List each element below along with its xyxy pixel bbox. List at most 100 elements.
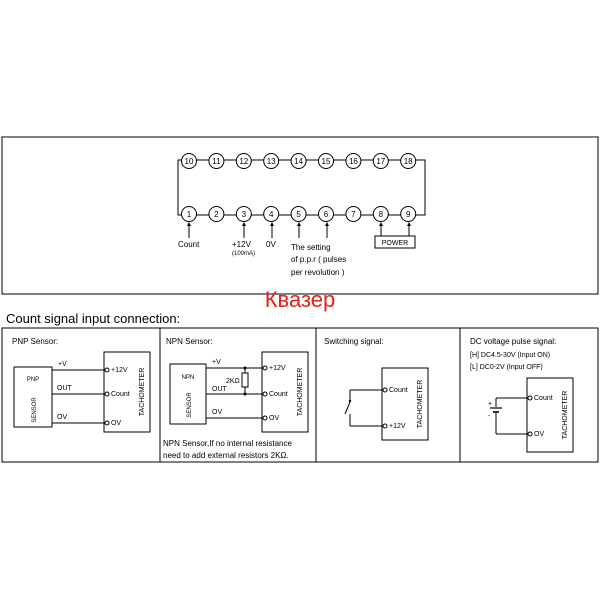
bottom-terminal-8 <box>372 206 389 222</box>
top-terminal-number: 18 <box>404 157 413 166</box>
top-terminal-16 <box>345 153 362 169</box>
bottom-terminal-number: 8 <box>379 210 384 219</box>
dc-plus-sign: + <box>488 401 492 408</box>
npn-note-line-2: need to add external resistors 2KΩ. <box>163 451 289 460</box>
ppr-line-3: per revolution ) <box>291 268 345 277</box>
pnp-sensor-type: PNP <box>27 377 39 383</box>
npn-t1-label: +12V <box>269 365 286 372</box>
pnp-terminal-count <box>104 391 110 397</box>
top-terminal-number: 13 <box>267 157 276 166</box>
bottom-terminal-number: 1 <box>187 210 192 219</box>
pnp-ov-label: OV <box>57 414 67 421</box>
switch-panel: Switching signal: Count +12V TACHOMETER <box>324 337 429 441</box>
bottom-terminal-row: 1 2 3 4 5 6 7 8 9 <box>181 206 417 222</box>
switch-t1-label: Count <box>389 387 408 394</box>
bottom-terminal-5 <box>290 206 307 222</box>
npn-terminal-count <box>262 391 268 397</box>
pnp-t3-label: OV <box>111 420 121 427</box>
bottom-terminal-number: 4 <box>269 210 274 219</box>
npn-device-label: TACHOMETER <box>297 368 304 416</box>
dc-t2-label: OV <box>534 431 544 438</box>
bottom-terminal-number: 9 <box>406 210 411 219</box>
pnp-title: PNP Sensor: <box>12 337 58 346</box>
panels-frame <box>1 327 599 463</box>
switch-terminal-count <box>382 387 388 393</box>
bottom-terminal-number: 6 <box>324 210 329 219</box>
pnp-t1-label: +12V <box>111 367 128 374</box>
bottom-terminal-9 <box>400 206 417 222</box>
switch-t2-label: +12V <box>389 423 406 430</box>
dc-device-label: TACHOMETER <box>562 391 569 439</box>
switch-device-label: TACHOMETER <box>417 380 424 428</box>
pnp-panel: PNP Sensor: PNP SENSOR +V OUT OV +12V Co… <box>12 337 151 433</box>
npn-tachometer-box <box>261 351 309 433</box>
power-label: POWER <box>382 240 408 247</box>
bottom-terminal-3 <box>235 206 252 222</box>
dc-title: DC voltage pulse signal: <box>470 337 556 346</box>
ppr-line-2: of p.p.r ( pulses <box>291 255 346 264</box>
top-terminal-12 <box>235 153 252 169</box>
top-terminal-17 <box>372 153 389 169</box>
npn-out-label: OUT <box>212 386 228 393</box>
switch-title: Switching signal: <box>324 337 384 346</box>
top-terminal-14 <box>290 153 307 169</box>
power-box <box>374 235 416 249</box>
dc-high-line: [H] DC4.5-30V (Input ON) <box>470 352 550 359</box>
current-label: (100mA) <box>232 251 255 257</box>
top-terminal-18 <box>400 153 417 169</box>
bottom-terminal-4 <box>263 206 280 222</box>
npn-terminal-ov <box>262 415 268 421</box>
npn-t2-label: Count <box>269 391 288 398</box>
npn-v-label: +V <box>212 359 221 366</box>
ppr-line-1: The setting <box>291 243 331 252</box>
top-terminal-number: 10 <box>185 157 194 166</box>
plus12-label: +12V <box>232 240 252 249</box>
bottom-terminal-number: 7 <box>351 210 356 219</box>
watermark: Квазер <box>265 287 336 312</box>
dc-low-line: [L] DC0-2V (Input OFF) <box>470 364 543 371</box>
switch-contact-point <box>348 399 352 403</box>
top-terminal-13 <box>263 153 280 169</box>
npn-junction-bottom <box>243 392 247 396</box>
dc-terminal-ov <box>527 431 533 437</box>
bottom-terminal-7 <box>345 206 362 222</box>
pnp-terminal-ov <box>104 420 110 426</box>
dc-terminal-count <box>527 395 533 401</box>
dc-minus-sign: - <box>488 413 491 420</box>
top-terminal-number: 16 <box>349 157 358 166</box>
pnp-terminal-12v <box>104 367 110 373</box>
npn-resistor-label: 2KΩ <box>226 378 240 385</box>
pnp-tachometer-box <box>103 351 151 433</box>
switch-contact <box>344 401 351 415</box>
switch-tachometer-box <box>381 367 429 441</box>
top-terminal-number: 12 <box>239 157 248 166</box>
pnp-device-label: TACHOMETER <box>139 368 146 416</box>
top-terminal-15 <box>318 153 334 169</box>
dc-t1-label: Count <box>534 395 553 402</box>
bottom-terminal-number: 3 <box>242 210 247 219</box>
bottom-terminal-number: 5 <box>296 210 301 219</box>
npn-note-line-1: NPN Sensor,If no internal resistance <box>163 439 293 448</box>
switch-terminal-12v <box>382 423 388 429</box>
npn-t3-label: OV <box>269 415 279 422</box>
npn-junction-top <box>243 366 247 370</box>
pnp-t2-label: Count <box>111 391 130 398</box>
bottom-terminal-number: 2 <box>214 210 219 219</box>
zero-volt-label: 0V <box>266 240 276 249</box>
pnp-out-label: OUT <box>57 385 73 392</box>
count-label: Count <box>178 240 200 249</box>
section-title: Count signal input connection: <box>6 311 180 326</box>
top-terminal-10 <box>181 153 197 169</box>
npn-sensor-type: NPN <box>182 375 195 381</box>
bottom-terminal-6 <box>318 206 334 222</box>
npn-title: NPN Sensor: <box>166 337 213 346</box>
npn-ov-label: OV <box>212 409 222 416</box>
bottom-terminal-2 <box>208 206 225 222</box>
bottom-terminal-1 <box>181 206 197 222</box>
pnp-v-label: +V <box>58 361 67 368</box>
npn-terminal-12v <box>262 365 268 371</box>
top-terminal-number: 11 <box>212 157 221 166</box>
top-terminal-number: 15 <box>322 157 331 166</box>
